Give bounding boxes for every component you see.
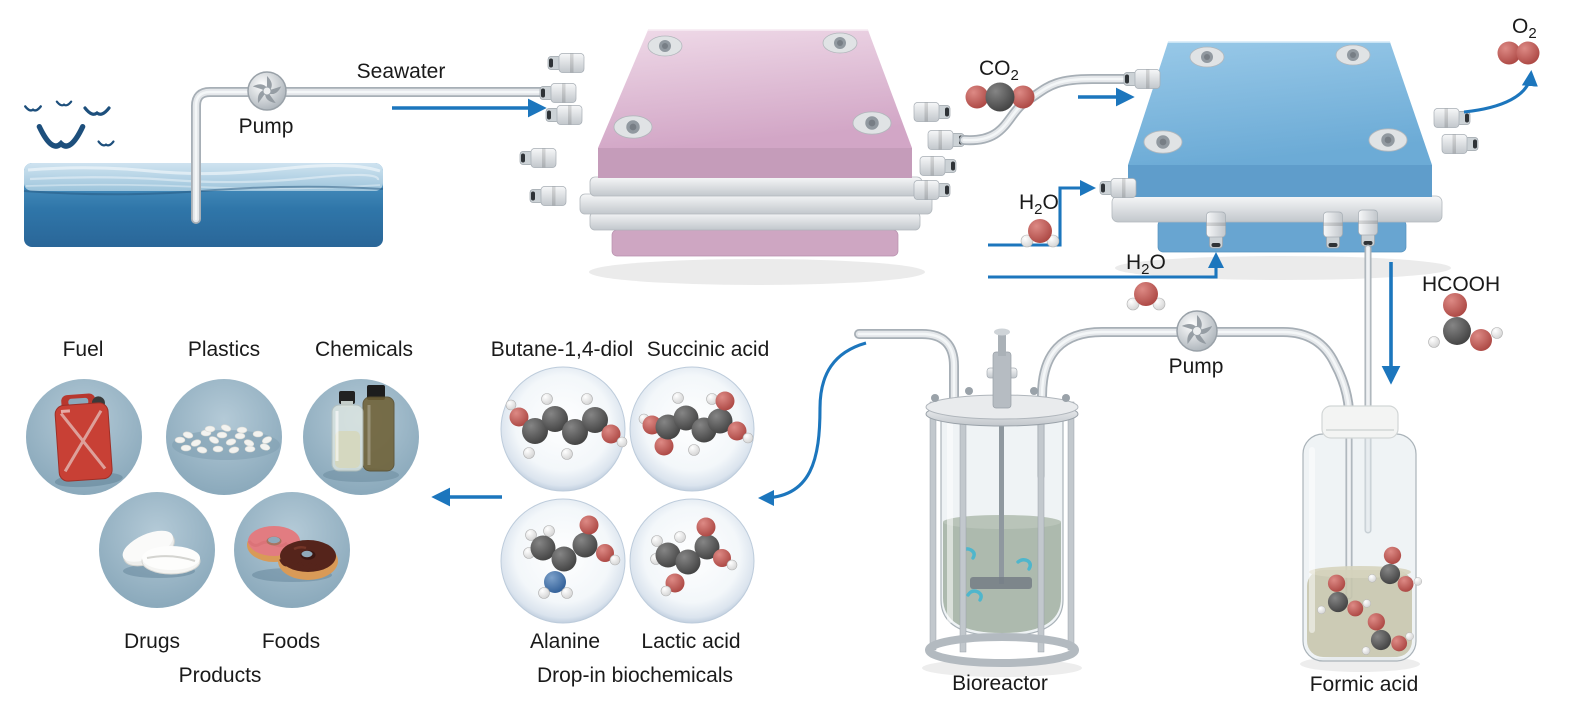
plastics-label: Plastics xyxy=(188,338,260,361)
h2o-label-1: H2O xyxy=(1019,191,1059,218)
fuel-can-icon xyxy=(54,393,123,488)
products-title: Products xyxy=(179,664,262,687)
products-panel xyxy=(26,379,419,608)
foods-label: Foods xyxy=(262,630,320,653)
flow-cell-pink xyxy=(519,29,965,285)
co2-label: CO2 xyxy=(979,57,1019,84)
seagull-icon xyxy=(55,100,73,107)
seagull-flock xyxy=(24,100,115,147)
bioreactor-to-biochemicals-arrow xyxy=(757,341,867,507)
formic-acid-label: Formic acid xyxy=(1310,673,1419,696)
bioreactor-output-pipe xyxy=(859,334,954,409)
o2-molecule-icon xyxy=(1497,41,1540,65)
h2o-molecule-icon xyxy=(1020,218,1060,248)
pump-2 xyxy=(1176,310,1218,352)
microbe-icon xyxy=(966,589,983,602)
h2o-label-2: H2O xyxy=(1126,251,1166,278)
fuel-label: Fuel xyxy=(63,338,104,361)
hcooh-label: HCOOH xyxy=(1422,273,1500,296)
seagull-icon xyxy=(97,140,115,147)
drugs-label: Drugs xyxy=(124,630,180,653)
hcooh-molecule-icon xyxy=(1428,292,1503,352)
co2-molecule-icon xyxy=(965,82,1035,112)
seagull-icon xyxy=(83,106,111,116)
seawater-label: Seawater xyxy=(357,60,446,83)
pills-icon xyxy=(122,530,201,578)
microbe-icon xyxy=(1016,558,1032,571)
chemicals-label: Chemicals xyxy=(315,338,413,361)
flow-cell-blue xyxy=(1099,41,1479,280)
butane-label: Butane-1,4-diol xyxy=(491,338,633,361)
ocean xyxy=(23,163,384,247)
butane-1-4-diol-molecule-icon xyxy=(505,393,628,460)
alanine-molecule-icon xyxy=(523,515,621,599)
succinic-label: Succinic acid xyxy=(647,338,770,361)
lactic-acid-molecule-icon xyxy=(650,517,738,597)
pump2-label: Pump xyxy=(1169,355,1224,378)
chemical-bottles-icon xyxy=(323,385,399,482)
bioreactor-label: Bioreactor xyxy=(952,672,1048,695)
plastic-pellets-icon xyxy=(172,424,280,460)
pump1-label: Pump xyxy=(239,115,294,138)
lactic-label: Lactic acid xyxy=(641,630,740,653)
biochemicals-title: Drop-in biochemicals xyxy=(537,664,733,687)
seagull-icon xyxy=(39,127,82,146)
pump-1 xyxy=(247,71,287,111)
h2o-in-arrow-2 xyxy=(988,251,1225,279)
donuts-icon xyxy=(247,526,338,582)
co2-transfer-pipe xyxy=(964,79,1127,140)
bioreactor xyxy=(922,328,1082,677)
alanine-label: Alanine xyxy=(530,630,600,653)
h2o-molecule-icon xyxy=(1126,281,1166,311)
seagull-icon xyxy=(24,105,42,112)
formic-acid-bottle xyxy=(1300,405,1429,672)
o2-out-arrow xyxy=(1463,69,1538,114)
o2-label: O2 xyxy=(1512,15,1537,42)
biochemicals-panel xyxy=(500,366,755,624)
succinic-acid-molecule-icon xyxy=(638,391,754,456)
